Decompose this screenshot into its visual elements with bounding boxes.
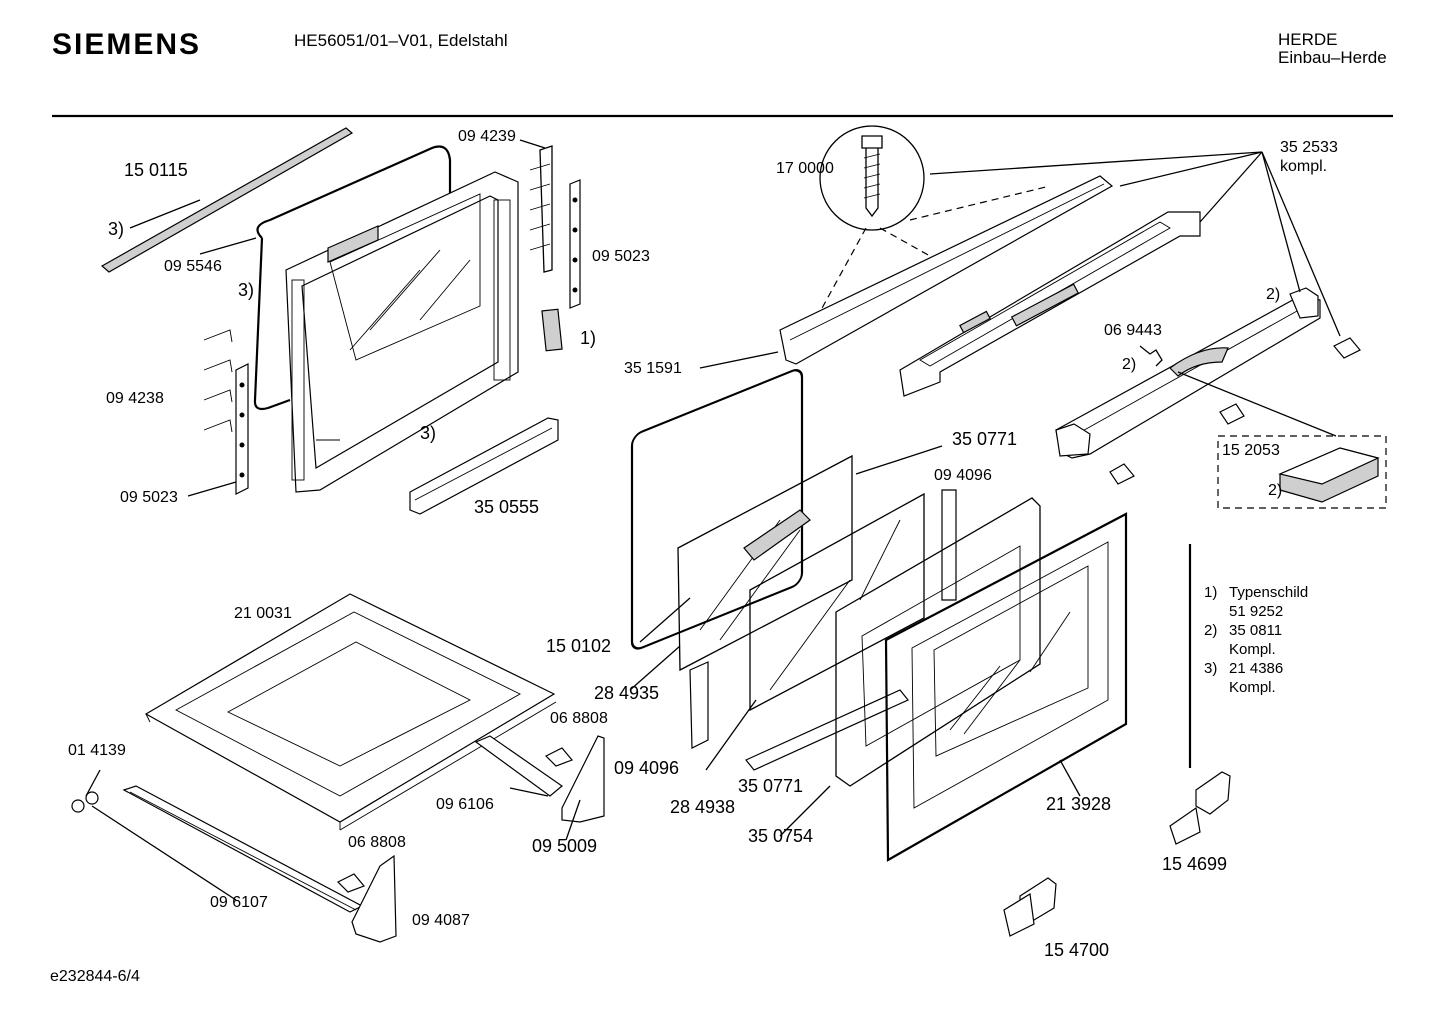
part-label: 21 0031	[234, 605, 292, 622]
category-line-1: HERDE	[1278, 30, 1338, 49]
part-label: 09 5009	[532, 836, 598, 856]
bottom-panel-part	[144, 593, 557, 831]
legend-text: Typenschild	[1229, 584, 1309, 601]
footnote-marker: 2)	[1266, 286, 1281, 303]
screws-01-4139-part	[71, 769, 237, 901]
legend-text: Kompl.	[1229, 641, 1276, 658]
legend-marker: 2)	[1204, 622, 1218, 639]
legend-text: Kompl.	[1229, 679, 1276, 696]
bracket-15-4699-part	[1169, 771, 1231, 845]
part-label: 15 4699	[1162, 854, 1228, 874]
part-label-note: kompl.	[1280, 158, 1328, 175]
footnote-marker: 3)	[108, 219, 125, 239]
top-rail-35-1591-part	[699, 175, 1114, 369]
part-label: 35 0555	[474, 497, 540, 517]
clip-06-9443-part	[1139, 345, 1163, 367]
model-title: HE56051/01–V01, Edelstahl	[294, 31, 508, 50]
part-label: 09 4238	[106, 390, 164, 407]
leaders-35-2533	[929, 151, 1341, 337]
part-label: 09 4096	[614, 758, 680, 778]
part-label: 09 5023	[120, 489, 178, 506]
part-label: 17 0000	[776, 160, 834, 177]
bar-09-6106-part	[474, 735, 563, 797]
part-label: 09 6107	[210, 894, 268, 911]
legend-text: 21 4386	[1229, 660, 1284, 677]
part-label: 09 4239	[458, 128, 516, 145]
footnote-marker: 1)	[580, 328, 597, 348]
part-label: 09 5023	[592, 248, 650, 265]
footnote-marker: 3)	[420, 423, 437, 443]
category-line-2: Einbau–Herde	[1278, 48, 1387, 67]
oven-front-frame-part	[285, 171, 519, 493]
part-label: 15 0102	[546, 636, 612, 656]
part-label: 28 4935	[594, 683, 660, 703]
part-label: 09 4096	[934, 467, 992, 484]
kit-box-15-2053	[1217, 435, 1387, 509]
part-label: 06 8808	[348, 834, 406, 851]
outer-door-35-0754-part	[835, 497, 1128, 862]
door-glass-assembly	[630, 369, 957, 771]
part-label: 35 0771	[738, 776, 804, 796]
part-label: 15 0115	[124, 160, 188, 180]
door-seal-part	[199, 145, 452, 411]
rail-35-0555-part	[409, 417, 559, 515]
side-rail-2-part	[1055, 287, 1321, 459]
label-leaders	[629, 445, 1081, 837]
hinge-right-part	[519, 139, 581, 309]
part-label: 35 0754	[748, 826, 814, 846]
part-label: 15 4700	[1044, 940, 1110, 960]
part-label: 21 3928	[1046, 794, 1112, 814]
brand-logo: SIEMENS	[52, 28, 202, 61]
clip-part	[1333, 337, 1361, 359]
legend-text: 51 9252	[1229, 603, 1284, 620]
part-label: 28 4938	[670, 797, 736, 817]
footnote-marker: 2)	[1122, 356, 1137, 373]
part-label: 35 1591	[624, 360, 682, 377]
seal-strip-part	[100, 127, 354, 273]
part-label: 15 2053	[1222, 442, 1280, 459]
footnote-marker: 2)	[1268, 482, 1283, 499]
clip-part	[1219, 403, 1245, 425]
bracket-09-4087-part	[336, 854, 397, 943]
part-label: 06 9443	[1104, 322, 1162, 339]
control-bar-part	[899, 211, 1201, 397]
part-label: 01 4139	[68, 742, 126, 759]
legend-marker: 1)	[1204, 584, 1218, 601]
legend-marker: 3)	[1204, 660, 1218, 677]
footnote-marker: 3)	[238, 280, 255, 300]
bracket-15-4700-part	[1003, 877, 1057, 937]
legend-text: 35 0811	[1229, 622, 1283, 639]
clip-part	[1109, 463, 1135, 485]
part-label: 35 0771	[952, 429, 1018, 449]
type-plate-part	[541, 308, 563, 352]
part-label: 06 8808	[550, 710, 608, 727]
part-label: 35 2533	[1280, 139, 1338, 156]
part-label: 09 5546	[164, 258, 222, 275]
drawing-id: e232844-6/4	[50, 968, 140, 985]
part-label: 09 4087	[412, 912, 470, 929]
hinge-left-part	[187, 329, 249, 497]
part-label: 09 6106	[436, 796, 494, 813]
bracket-09-5009-part	[544, 735, 605, 841]
